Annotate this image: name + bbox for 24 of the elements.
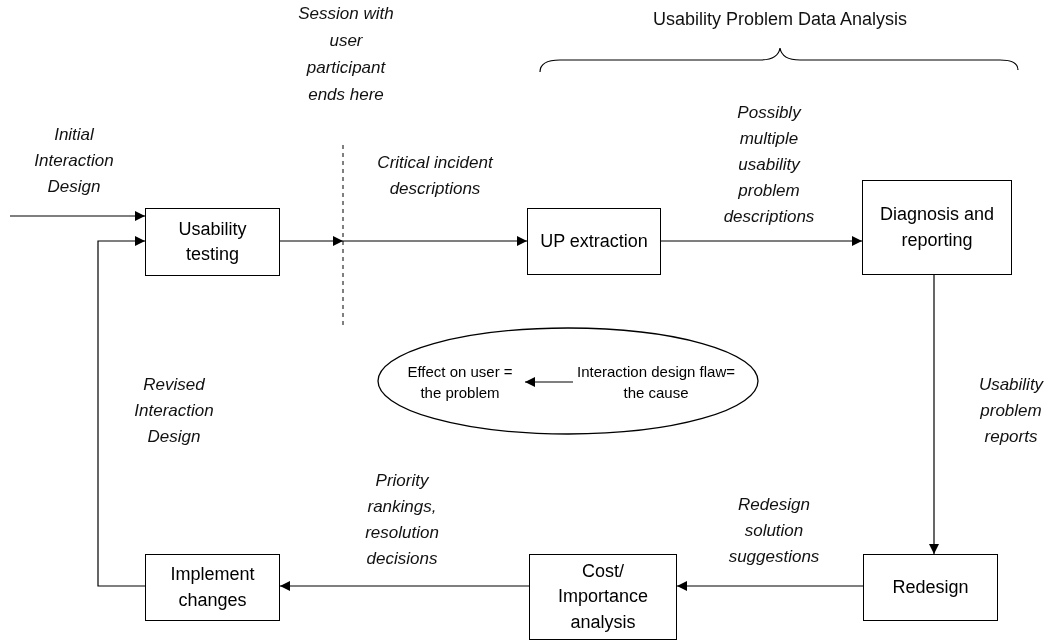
arrow xyxy=(676,581,864,591)
process-box xyxy=(862,180,1012,275)
process-box xyxy=(145,554,280,621)
box-text: UP extraction xyxy=(540,229,648,253)
arrow xyxy=(279,236,528,246)
note-text: Session with user participant ends here xyxy=(297,3,395,106)
arrow xyxy=(660,236,863,246)
process-box xyxy=(145,208,280,276)
box-text: Implement changes xyxy=(169,563,256,612)
section-heading: Usability Problem Data Analysis xyxy=(651,8,909,31)
process-box xyxy=(529,554,677,640)
node-text: Interaction design flaw= the cause xyxy=(576,362,736,403)
box-text: Cost/ Importance analysis xyxy=(556,560,649,634)
box-text: Diagnosis and reporting xyxy=(878,203,996,252)
arrow xyxy=(9,211,146,221)
process-box xyxy=(527,208,661,275)
box-text: Usability testing xyxy=(177,217,248,266)
node-text: Effect on user = the problem xyxy=(406,362,514,403)
arrow xyxy=(929,274,939,555)
box-text: Redesign xyxy=(892,575,969,599)
arrow xyxy=(279,581,530,591)
arrow xyxy=(524,377,574,387)
arrow xyxy=(97,236,146,587)
process-box xyxy=(863,554,998,621)
